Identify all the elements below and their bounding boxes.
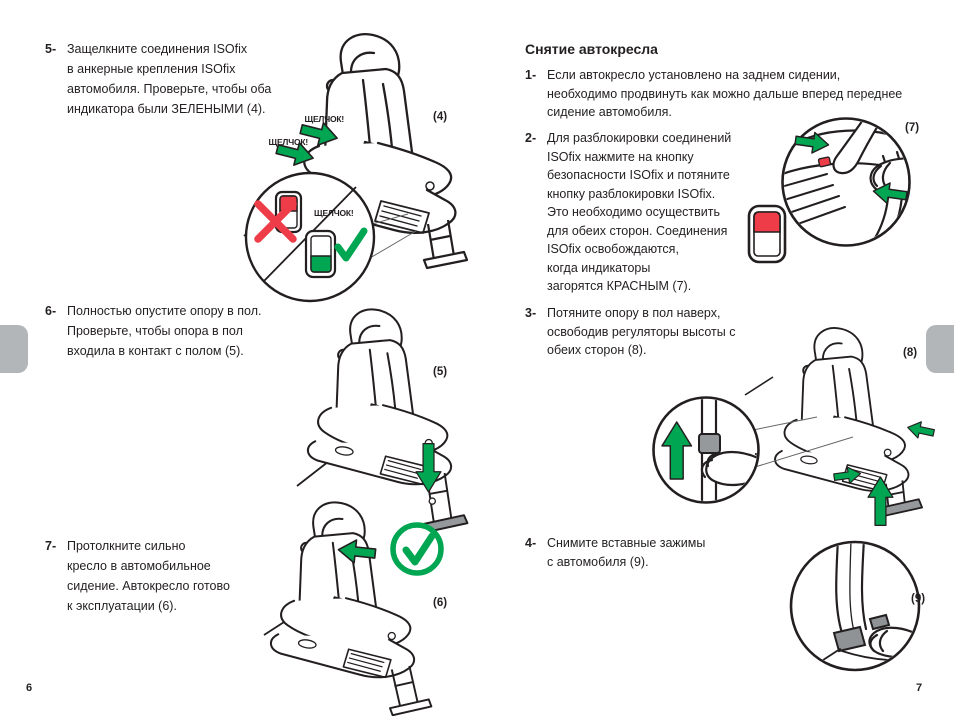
step-number: 5- <box>45 42 57 56</box>
green-arrow-left-icon <box>905 418 937 442</box>
step-number: 4- <box>525 536 537 550</box>
step-number: 2- <box>525 131 537 145</box>
step-1: 1- Если автокресло установлено на заднем… <box>525 66 902 122</box>
carseat-click-illustration <box>243 32 469 303</box>
red-button-icon <box>817 156 832 168</box>
indicator-green-icon <box>304 229 337 279</box>
step-2: 2- Для разблокировки соединений ISOfix н… <box>525 129 731 296</box>
figure-5: (5) <box>295 306 485 533</box>
page-edge-tab-right <box>926 325 954 373</box>
adjuster-collar-icon <box>698 433 721 454</box>
click-label: ЩЕЛЧОК! <box>268 137 309 147</box>
step-text: Полностью опустите опору в пол. Проверьт… <box>67 304 262 358</box>
step-3: 3- Потяните опору в пол наверх, освободи… <box>525 304 735 360</box>
click-label: ЩЕЛЧОК! <box>314 208 354 218</box>
step-number: 1- <box>525 68 537 82</box>
step-text: Для разблокировки соединений ISOfix нажм… <box>547 131 732 293</box>
figure-ref-label: (9) <box>911 593 926 605</box>
figure-ref-label: (4) <box>433 111 448 123</box>
figure-4: ЩЕЛЧОК! ЩЕЛЧОК! ЩЕЛЧОК! (4) <box>240 28 485 303</box>
step-5: 5- Защелкните соединения ISOfix в анкерн… <box>45 39 271 119</box>
carseat-leg-down-illustration <box>296 308 469 533</box>
figure-ref-label: (7) <box>905 122 920 134</box>
remove-clips-illustration <box>789 540 921 672</box>
carseat-icon <box>306 308 469 533</box>
carseat-icon <box>291 32 469 270</box>
step-6: 6- Полностью опустите опору в пол. Прове… <box>45 301 261 361</box>
hand-remove-icon <box>868 626 918 659</box>
insert-clip-icon <box>868 613 891 631</box>
red-cross-icon <box>254 200 297 243</box>
page-number-left: 6 <box>26 682 33 694</box>
hand-grip-icon <box>700 450 757 487</box>
isofix-release-illustration <box>747 117 911 264</box>
figure-6: (6) <box>250 485 485 716</box>
figure-ref-label: (6) <box>433 597 448 609</box>
step-number: 7- <box>45 539 57 553</box>
figure-9: (9) <box>782 537 954 716</box>
step-4: 4- Снимите вставные зажимы с автомобиля … <box>525 534 705 571</box>
section-heading: Снятие автокресла <box>525 41 658 57</box>
page-number-right: 7 <box>916 682 923 694</box>
figure-ref-label: (5) <box>433 366 448 378</box>
click-label: ЩЕЛЧОК! <box>304 114 345 124</box>
figure-8: (8) <box>645 325 954 540</box>
carseat-icon <box>774 327 923 517</box>
step-text: Протолкните сильно кресло в автомобильно… <box>67 539 230 613</box>
indicator-red-icon <box>747 204 787 264</box>
leg-adjuster-inset-circle <box>652 396 760 504</box>
step-number: 6- <box>45 304 57 318</box>
check-circle-icon <box>390 522 444 576</box>
figure-ref-label: (8) <box>903 347 918 359</box>
step-7: 7- Протолкните сильно кресло в автомобил… <box>45 536 230 616</box>
insert-clip-icon <box>832 625 867 653</box>
green-check-icon <box>334 227 368 262</box>
support-leg-release-illustration <box>652 327 937 526</box>
carseat-push-illustration <box>263 501 444 716</box>
step-text: Защелкните соединения ISOfix в анкерные … <box>67 42 272 116</box>
figure-7: (7) <box>735 110 954 275</box>
step-number: 3- <box>525 306 537 320</box>
step-text: Снимите вставные зажимы с автомобиля (9)… <box>547 536 706 569</box>
page-edge-tab-left <box>0 325 28 373</box>
step-text: Если автокресло установлено на заднем си… <box>547 68 903 119</box>
belt-strap-icon <box>835 543 868 635</box>
carseat-icon <box>269 501 433 716</box>
step-text: Потяните опору в пол наверх, освободив р… <box>547 306 736 357</box>
indicator-inset-circle <box>244 171 376 303</box>
